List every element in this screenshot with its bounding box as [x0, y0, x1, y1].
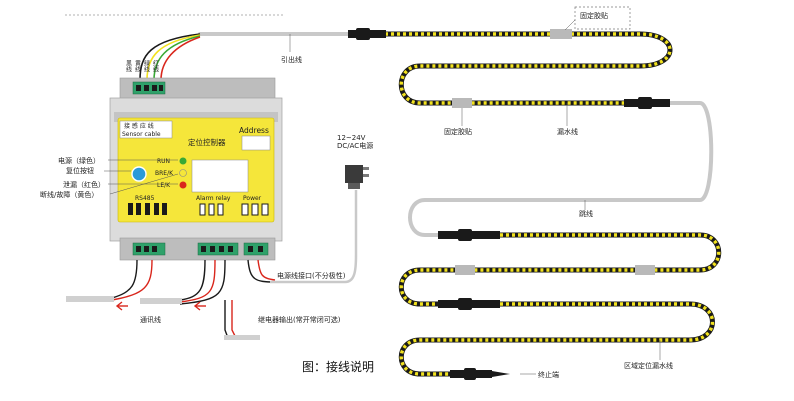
device-labels: 黑线 黄线 绿线 红线 接 感 应 线 Sensor cable 定位控制器 A…: [40, 59, 269, 202]
rs485-label: RS485: [135, 195, 155, 202]
leader-lines: [289, 19, 661, 375]
power-label: Power: [243, 195, 262, 202]
fix-clip-low-2: [635, 265, 655, 275]
led-break: [179, 169, 187, 177]
fix-clip-top-label: 固定胶贴: [580, 11, 608, 20]
fix-clip-mid: [452, 98, 472, 108]
power-port-label: 电源线接口(不分极性): [277, 271, 346, 280]
terminator-label: 终止端: [538, 370, 559, 379]
alarm-relay-label: Alarm relay: [196, 195, 231, 202]
caption: 图：接线说明: [302, 359, 374, 374]
fix-clip-low-1: [455, 265, 475, 275]
leak-wire-label: 漏水线: [557, 127, 578, 136]
left-label-break: 断线/故障（黄色）: [40, 190, 98, 199]
sensor-cable-en: Sensor cable: [122, 131, 161, 138]
left-label-leak: 泄漏（红色）: [63, 180, 105, 189]
wire-label-green: 绿线: [143, 59, 150, 72]
relay-output-sheath: [140, 298, 182, 304]
le-label: LE/K: [157, 182, 171, 189]
sensor-cable-cn: 接 感 应 线: [124, 122, 154, 130]
comm-line-sheath: [66, 296, 114, 302]
connector-4: [438, 298, 500, 310]
wire-label-yellow: 黄线: [134, 59, 141, 72]
reset-button[interactable]: [131, 166, 147, 182]
fix-clip-top: [550, 29, 572, 39]
fix-clip-mid-label: 固定胶贴: [444, 127, 472, 136]
connector-1: [348, 28, 386, 40]
relay-output-label: 继电器输出(常开常闭可选): [258, 315, 341, 324]
run-label: RUN: [157, 158, 170, 165]
wire-label-black: 黑线: [125, 60, 132, 72]
lead-wire-label: 引出线: [281, 55, 302, 64]
clip-callout-box: [574, 6, 631, 30]
address-label: Address: [239, 126, 269, 135]
leak-cable-striped: [382, 31, 673, 106]
comm-line-label: 通讯线: [140, 315, 161, 324]
left-label-power: 电源（绿色）: [58, 156, 100, 165]
led-leak: [179, 181, 187, 189]
bre-label: BRE/K: [155, 170, 174, 177]
power-adapter: [345, 165, 369, 189]
jumper-label: 跳线: [579, 209, 593, 218]
terminator-plug: [450, 368, 510, 380]
relay-terminals: [199, 203, 269, 216]
connector-2: [624, 97, 670, 109]
wire-label-red: 红线: [152, 59, 159, 72]
jumper-wire: [408, 101, 714, 237]
led-run: [179, 157, 187, 165]
controller-device: [66, 33, 358, 340]
device-title: 定位控制器: [188, 137, 226, 147]
left-label-reset: 复位按钮: [66, 166, 94, 175]
connector-3: [438, 229, 500, 241]
leak-detection-cable: [198, 6, 722, 380]
rs485-terminals: [128, 203, 167, 215]
locating-cable-label: 区域定位漏水线: [624, 361, 673, 370]
